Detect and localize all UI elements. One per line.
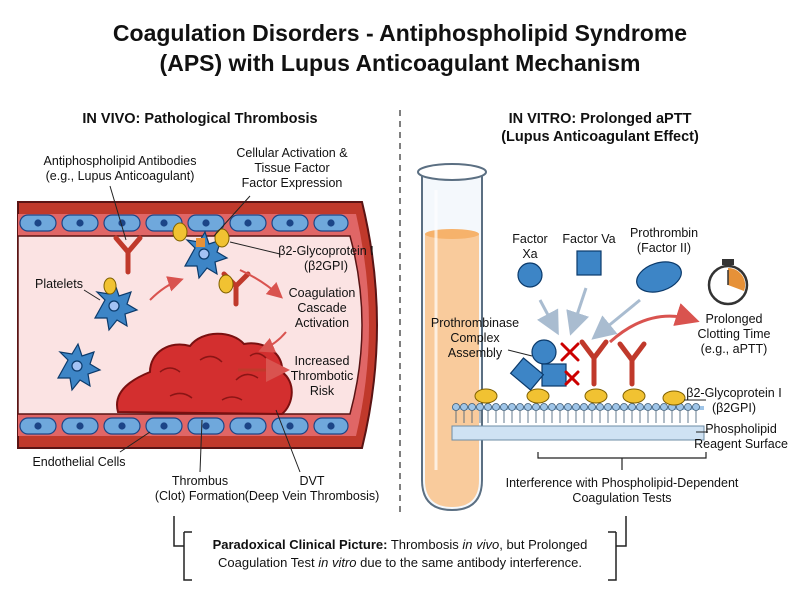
platelet-1 (93, 282, 139, 332)
vivo-leader-lines (83, 185, 301, 473)
arrow-platelet-activation (149, 276, 184, 301)
phospholipid-membrane (451, 403, 705, 441)
blocked-x-icons (560, 342, 580, 386)
endothelial-cells-top (19, 214, 349, 232)
label-factor-xa: Factor Xa (512, 232, 548, 261)
phospholipid-head (684, 403, 692, 411)
label-cellular-activation: Cellular Activation & Tissue Factor Fact… (236, 146, 348, 190)
label-platelets: Platelets (35, 277, 83, 291)
phospholipid-head (620, 403, 628, 411)
phospholipid-head (524, 403, 532, 411)
label-prothrombinase: Prothrombinase Complex Assembly (430, 316, 520, 360)
phospholipid-head (500, 403, 508, 411)
phospholipid-head (572, 403, 580, 411)
paradox-note: Paradoxical Clinical Picture: Thrombosis… (212, 537, 588, 570)
factor-xa-icon (517, 262, 543, 288)
bottom-note-bracket-left (173, 516, 192, 581)
phospholipid-head (556, 403, 564, 411)
phospholipid-head (452, 403, 460, 411)
phospholipid-head (548, 403, 556, 411)
label-cascade: Coagulation Cascade Activation (288, 286, 356, 330)
in-vitro-heading-line-2: (Lupus Anticoagulant Effect) (501, 129, 699, 145)
phospholipid-head (492, 403, 500, 411)
phospholipid-head (508, 403, 516, 411)
phospholipid-head (596, 403, 604, 411)
phospholipid-head (636, 403, 644, 411)
label-thrombus: Thrombus (Clot) Formation (154, 474, 246, 503)
phospholipid-head (604, 403, 612, 411)
phospholipid-head (628, 403, 636, 411)
in-vitro-heading-line-1: IN VITRO: Prolonged aPTT (508, 111, 692, 127)
factor-va-icon (576, 250, 602, 276)
phospholipid-head (564, 403, 572, 411)
bottom-note-bracket-right (608, 516, 627, 581)
phospholipid-head (540, 403, 548, 411)
title-line-1: Coagulation Disorders - Antiphospholipid… (112, 20, 688, 46)
arrow-to-clotting-time (608, 303, 700, 344)
label-b2gpi-vivo: β2-Glycoprotein I (β2GPI) (278, 244, 374, 273)
phospholipid-head (644, 403, 652, 411)
label-b2gpi-vitro: β2-Glycoprotein I (β2GPI) (686, 386, 782, 415)
label-endothelial-cells: Endothelial Cells (32, 455, 126, 469)
prothrombin-icon (636, 261, 682, 293)
title-line-2: (APS) with Lupus Anticoagulant Mechanism (159, 50, 641, 76)
arrow-cascade-to-clot (258, 331, 287, 353)
label-clotting-time: Prolonged Clotting Time (e.g., aPTT) (697, 312, 771, 356)
stopwatch-icon (707, 259, 749, 306)
prothrombinase-complex-icon (509, 339, 567, 391)
label-thrombotic-risk: Increased Thrombotic Risk (290, 354, 354, 398)
diagram-title: Coagulation Disorders - Antiphospholipid… (0, 18, 800, 78)
phospholipid-head (660, 403, 668, 411)
label-dvt: DVT (Deep Vein Thrombosis) (244, 474, 380, 503)
b2gpi-icon-vitro (474, 388, 686, 406)
phospholipid-head (588, 403, 596, 411)
antibody-icon-vitro-1 (579, 339, 609, 387)
phospholipid-head (532, 403, 540, 411)
in-vitro-heading: IN VITRO: Prolonged aPTT (Lupus Anticoag… (430, 110, 770, 146)
paradox-note-heading: Paradoxical Clinical Picture: (212, 537, 388, 552)
interference-bracket (537, 452, 707, 470)
arrow-to-cascade (239, 269, 283, 299)
label-prothrombin: Prothrombin (Factor II) (629, 226, 699, 255)
phospholipid-head (468, 403, 476, 411)
phospholipid-head (476, 403, 484, 411)
phospholipid-head (460, 403, 468, 411)
phospholipid-head (516, 403, 524, 411)
antibody-icon-vitro-2 (617, 341, 647, 387)
phospholipid-head (652, 403, 660, 411)
label-antibodies: Antiphospholipid Antibodies (e.g., Lupus… (43, 154, 197, 183)
b2gpi-icon-vivo (103, 222, 234, 295)
label-interference: Interference with Phospholipid-Dependent… (505, 476, 739, 505)
platelet-3 (56, 342, 102, 392)
label-factor-va: Factor Va (562, 232, 616, 246)
label-phospholipid: Phospholipid Reagent Surface (694, 422, 788, 451)
tissue-factor-icon (196, 238, 205, 247)
phospholipid-head (580, 403, 588, 411)
phospholipid-head (612, 403, 620, 411)
vitro-leader-lines (507, 349, 708, 433)
in-vivo-heading: IN VIVO: Pathological Thrombosis (82, 111, 318, 127)
antibody-icon-vivo-1 (113, 235, 143, 275)
phospholipid-head (692, 403, 700, 411)
phospholipid-head (484, 403, 492, 411)
